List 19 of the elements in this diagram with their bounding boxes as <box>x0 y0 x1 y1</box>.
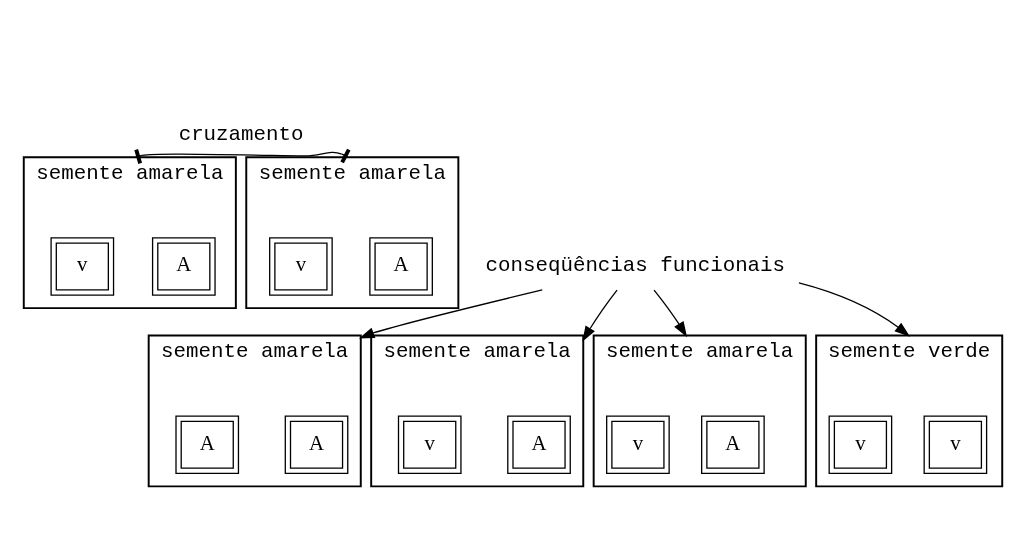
node-box: v <box>828 415 893 474</box>
node-box: A <box>507 415 571 474</box>
node-box: A <box>151 237 216 296</box>
node-box: v <box>397 415 462 474</box>
node-box: A <box>369 237 433 296</box>
node-box: v <box>50 237 115 296</box>
arrow <box>582 289 618 342</box>
node-text: conseqüências funcionais <box>485 254 786 278</box>
arrow <box>358 289 543 339</box>
arrow <box>653 289 688 338</box>
node-box: A <box>701 415 765 474</box>
node-box: A <box>175 415 240 474</box>
node-box: v <box>269 237 333 296</box>
node-box: v <box>606 415 670 474</box>
edge-label: cruzamento <box>178 123 304 147</box>
node-box: v <box>923 415 988 474</box>
node-box: A <box>284 415 349 474</box>
connector <box>134 148 351 164</box>
arrow <box>798 282 911 337</box>
